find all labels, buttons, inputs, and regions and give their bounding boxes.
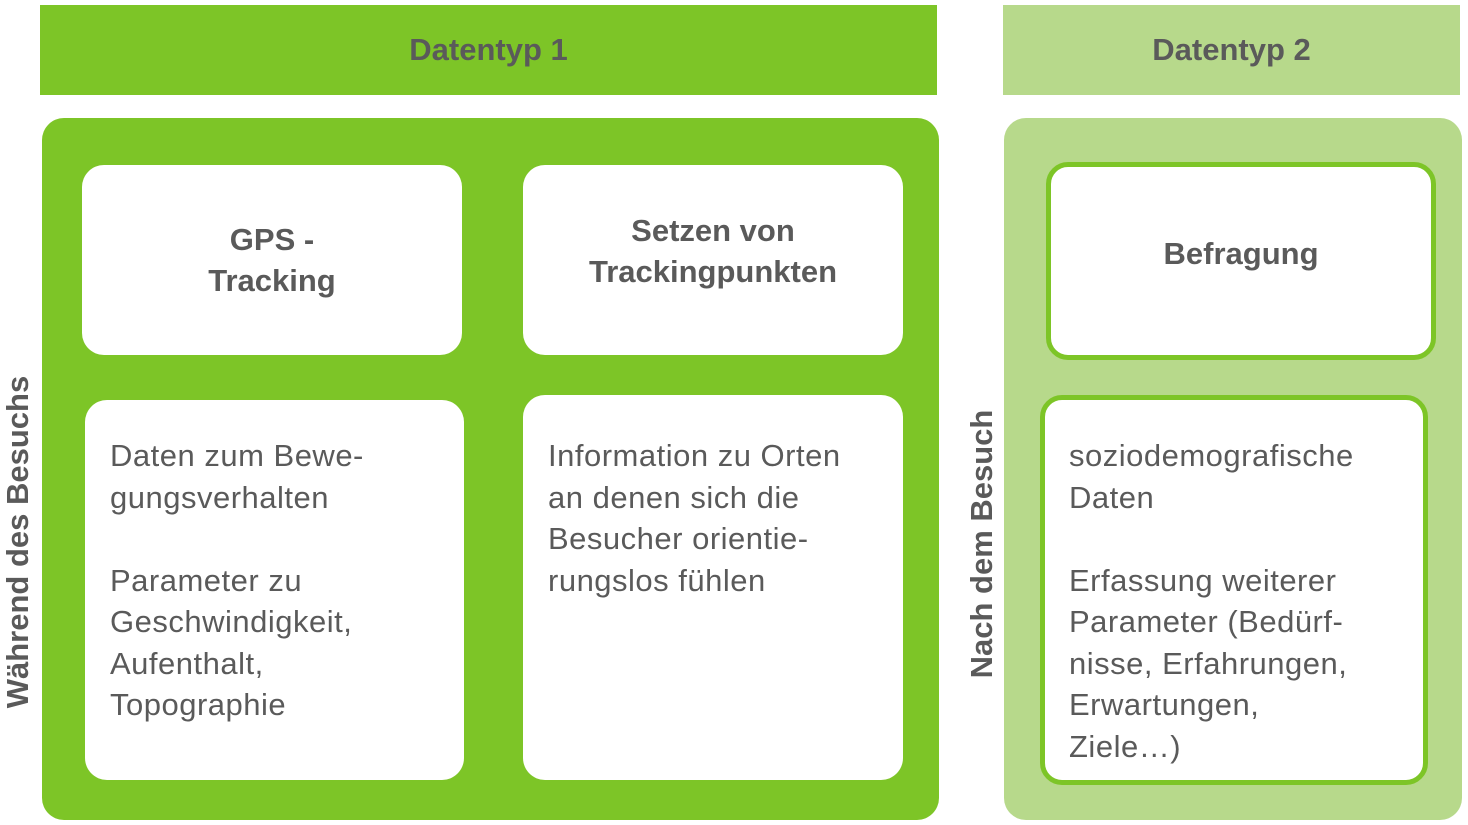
points-desc-line-1: Information zu Orten: [548, 438, 841, 473]
card-survey: Befragung: [1046, 162, 1436, 360]
card-gps-tracking-title-line2: Tracking: [208, 263, 336, 298]
card-tracking-points-title-line2: Trackingpunkten: [588, 254, 838, 289]
points-desc-line-4: rungslos fühlen: [548, 562, 766, 598]
survey-desc-line-2: Daten: [1069, 479, 1155, 515]
header-datentyp-1-label: Datentyp 1: [409, 32, 568, 67]
card-tracking-points-title-line1: Setzen von: [631, 213, 795, 248]
survey-desc-line-1: soziodemografische: [1069, 438, 1354, 473]
points-desc-line-2: an denen sich die: [548, 479, 800, 515]
card-gps-tracking: GPS - Tracking: [82, 165, 462, 355]
card-survey-title: Befragung: [1163, 236, 1319, 271]
card-tracking-points-description: Information zu Orten an denen sich die B…: [523, 395, 903, 780]
side-label-during-visit: Während des Besuchs: [0, 375, 35, 709]
survey-desc-line-7: Ziele…): [1069, 728, 1182, 764]
survey-desc-line-5: nisse, Erfahrungen,: [1069, 645, 1348, 681]
survey-desc-line-6: Erwartungen,: [1069, 687, 1260, 722]
header-datentyp-1: Datentyp 1: [40, 5, 937, 95]
gps-desc-line-2: gungsverhalten: [110, 479, 329, 515]
card-tracking-points: Setzen von Trackingpunkten: [523, 165, 903, 355]
points-desc-line-3: Besucher orientie-: [548, 521, 809, 556]
gps-desc-line-6: Topographie: [110, 687, 287, 722]
card-gps-description: Daten zum Bewe- gungsverhalten Parameter…: [85, 400, 464, 780]
gps-desc-line-4: Geschwindigkeit,: [110, 604, 353, 639]
side-label-after-visit: Nach dem Besuch: [964, 409, 999, 679]
card-gps-tracking-title-line1: GPS -: [229, 222, 315, 257]
survey-desc-line-3: Erfassung weiterer: [1069, 562, 1337, 598]
survey-desc-line-4: Parameter (Bedürf-: [1069, 604, 1344, 639]
gps-desc-line-5: Aufenthalt,: [110, 645, 264, 681]
card-survey-description: soziodemografische Daten Erfassung weite…: [1040, 395, 1428, 785]
gps-desc-line-3: Parameter zu: [110, 562, 303, 598]
header-datentyp-2: Datentyp 2: [1003, 5, 1460, 95]
gps-desc-line-1: Daten zum Bewe-: [110, 438, 364, 473]
header-datentyp-2-label: Datentyp 2: [1152, 32, 1311, 67]
